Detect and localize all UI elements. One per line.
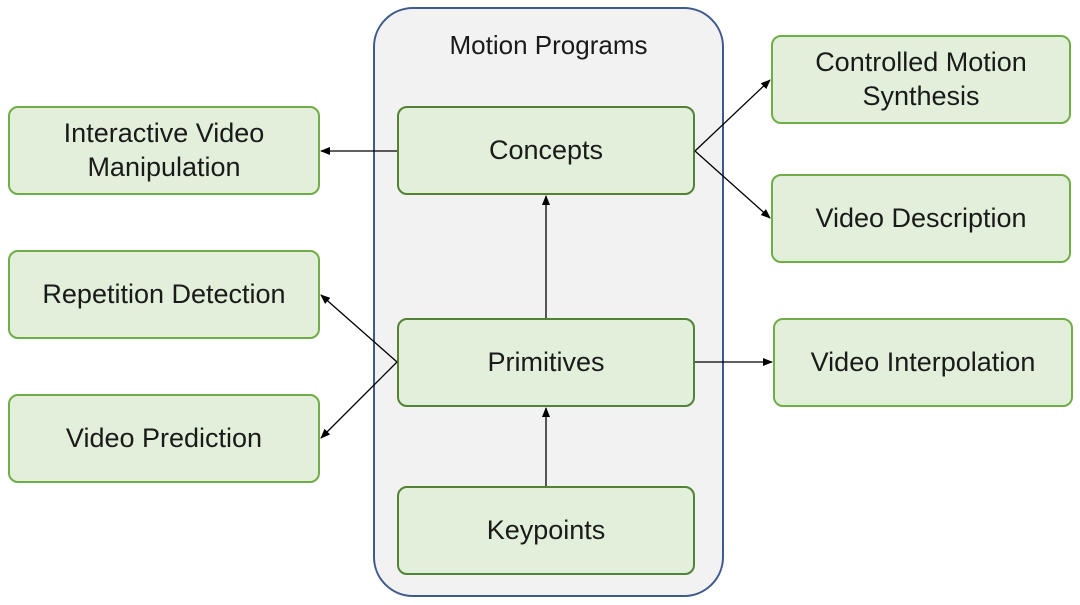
video-description-label: Video Description — [815, 202, 1027, 233]
controlled-motion-synthesis-label: Controlled Motion Synthesis — [815, 46, 1027, 111]
primitives-label: Primitives — [487, 346, 605, 377]
video-prediction-label: Video Prediction — [65, 422, 263, 453]
concepts-label: Concepts — [488, 134, 604, 165]
video-description-box: Video Description — [771, 174, 1071, 263]
arrow-primitives-to-repetition-detection — [320, 294, 398, 363]
video-prediction-box: Video Prediction — [8, 394, 320, 483]
interactive-video-manipulation-label: Interactive Video Manipulation — [63, 117, 265, 182]
primitives-box: Primitives — [397, 318, 695, 407]
repetition-detection-box: Repetition Detection — [8, 250, 320, 339]
arrow-primitives-to-video-prediction — [320, 361, 398, 439]
arrow-concepts-to-controlled-motion-synthesis — [694, 79, 771, 152]
motion-programs-title: Motion Programs — [449, 30, 648, 60]
keypoints-box: Keypoints — [397, 486, 695, 575]
video-interpolation-box: Video Interpolation — [773, 318, 1073, 407]
concepts-box: Concepts — [397, 106, 695, 195]
repetition-detection-label: Repetition Detection — [42, 278, 286, 309]
keypoints-label: Keypoints — [486, 514, 606, 545]
controlled-motion-synthesis-box: Controlled Motion Synthesis — [771, 35, 1071, 124]
interactive-video-manipulation-box: Interactive Video Manipulation — [8, 106, 320, 195]
video-interpolation-label: Video Interpolation — [810, 346, 1036, 377]
arrow-concepts-to-video-description — [694, 150, 771, 219]
